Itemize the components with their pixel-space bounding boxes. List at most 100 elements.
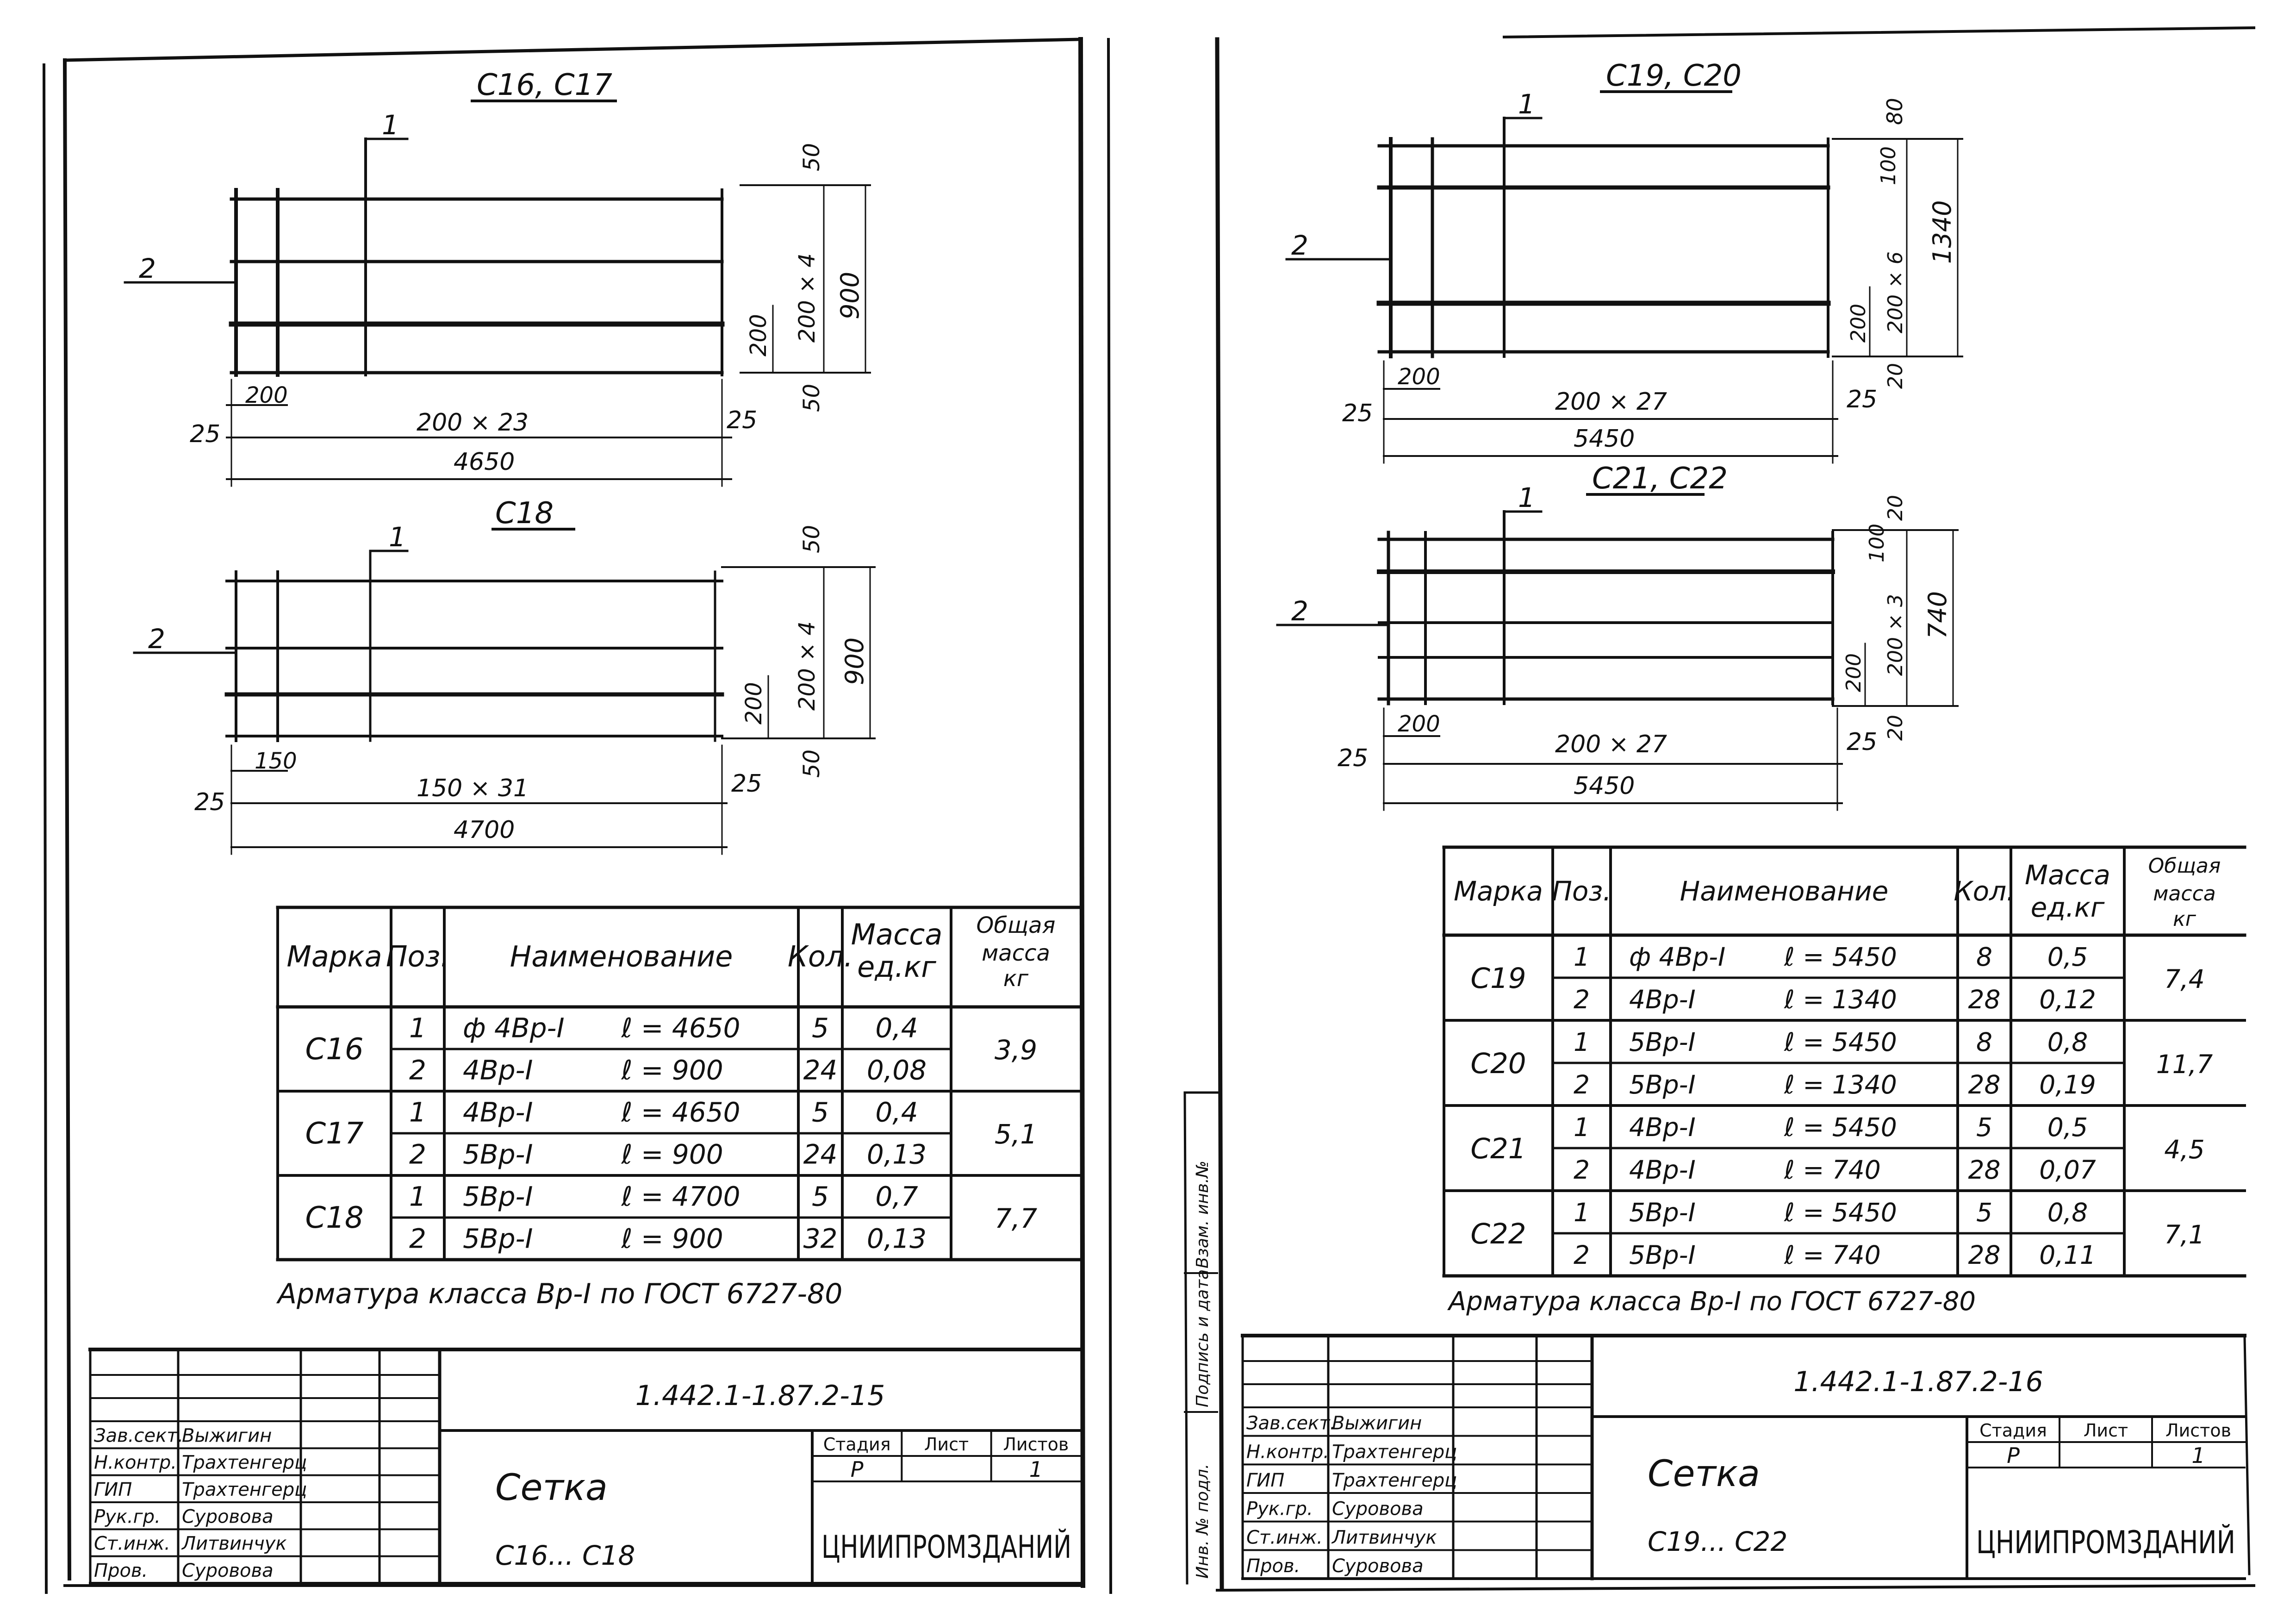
table-length-cell: ℓ = 1340 — [1784, 985, 1897, 1014]
dim-right-2: 200 — [746, 314, 772, 356]
table-mass-cell: 0,19 — [2039, 1070, 2096, 1099]
table-mass-cell: 0,8 — [2047, 1027, 2088, 1057]
table-header-cell: Общая — [977, 912, 1056, 938]
stamp-role: Пров. — [94, 1560, 148, 1581]
table-mass-cell: 0,7 — [875, 1181, 918, 1212]
table-qty-cell: 24 — [803, 1139, 838, 1170]
stamp-sheets-value: 1 — [1029, 1457, 1043, 1482]
stamp-role: Ст.инж. — [1246, 1527, 1323, 1548]
table-pos-cell: 2 — [409, 1139, 426, 1170]
table-mass-cell: 0,8 — [2047, 1198, 2088, 1227]
dim-right-total: 900 — [840, 637, 869, 685]
stamp-name: Трахтенгерц — [1332, 1470, 1457, 1491]
stamp-stage-label: Стадия — [823, 1434, 891, 1455]
table-qty-cell: 28 — [1968, 1070, 2001, 1099]
table-header-cell: Кол. — [788, 940, 853, 974]
stamp-name: Суровова — [1332, 1555, 1424, 1577]
table-pos-cell: 1 — [1574, 1027, 1590, 1057]
dim-right-1: 80 — [1882, 98, 1907, 125]
stamp-role: Рук.гр. — [94, 1506, 161, 1527]
table-name-cell: ф 4Вр-I — [1629, 942, 1725, 972]
table-header-cell: Наименование — [510, 940, 733, 974]
table-name-cell: 4Вр-I — [463, 1097, 533, 1128]
table-total-mass-cell: 3,9 — [995, 1034, 1037, 1066]
table-length-cell: ℓ = 900 — [621, 1055, 723, 1086]
table-qty-cell: 28 — [1968, 985, 2001, 1014]
dim-end-right: 25 — [731, 770, 762, 798]
dim-total: 4700 — [454, 816, 515, 844]
table-mark-cell: С16 — [305, 1032, 363, 1067]
stamp-name: Суровова — [182, 1506, 274, 1527]
stamp-sheets-value: 1 — [2191, 1443, 2205, 1468]
drawing-title: С21, С22 — [1592, 462, 1728, 496]
table-header-cell: Поз. — [1552, 875, 1611, 907]
table-mass-cell: 0,07 — [2039, 1155, 2096, 1185]
stamp-sheet-label: Лист — [2084, 1420, 2128, 1441]
position-1-label: 1 — [1518, 482, 1535, 513]
table-header-cell: Марка — [1454, 875, 1543, 907]
stamp-subtitle: С19... С22 — [1648, 1526, 1787, 1557]
table-length-cell: ℓ = 4650 — [621, 1012, 740, 1044]
table-header-cell: Масса — [851, 918, 943, 951]
table-header-cell: Поз. — [386, 940, 449, 974]
stamp-title: Сетка — [495, 1467, 608, 1509]
table-name-cell: 4Вр-I — [1629, 1112, 1696, 1142]
dim-right-2: 100 — [1865, 524, 1889, 562]
dim-right-3: 200 × 3 — [1884, 594, 1907, 676]
table-length-cell: ℓ = 5450 — [1784, 1027, 1897, 1057]
table-name-cell: 5Вр-I — [1629, 1198, 1696, 1227]
drawing-c16-c17: С16, С17 1 2 200 200 × 23 25 25 4650 50 — [124, 68, 871, 487]
stamp-role: Зав.сект. — [94, 1425, 183, 1446]
table-mass-cell: 0,5 — [2047, 942, 2088, 972]
dim-end-left: 25 — [194, 788, 225, 816]
table-name-cell: 4Вр-I — [463, 1055, 533, 1086]
dim-right-1: 50 — [799, 143, 825, 171]
table-pos-cell: 1 — [1574, 1198, 1590, 1227]
table-pos-cell: 1 — [409, 1012, 426, 1044]
table-mark-cell: С19 — [1470, 962, 1526, 995]
dim-left: 200 — [1398, 364, 1440, 390]
stamp-name: Трахтенгерц — [182, 1452, 307, 1474]
table-qty-cell: 32 — [803, 1223, 838, 1255]
dim-left: 150 — [255, 748, 297, 774]
table-pos-cell: 2 — [1574, 985, 1590, 1014]
table-qty-cell: 5 — [1976, 1112, 1992, 1142]
stamp-document-code: 1.442.1-1.87.2-15 — [635, 1380, 885, 1412]
stamp-document-code: 1.442.1-1.87.2-16 — [1793, 1366, 2043, 1398]
table-header-cell: Кол. — [1954, 875, 2015, 907]
table-name-cell: 5Вр-I — [1629, 1027, 1696, 1057]
table-total-mass-cell: 7,7 — [995, 1203, 1037, 1234]
table-mass-cell: 0,5 — [2047, 1112, 2088, 1142]
sheet-2-note: Арматура класса Вр-I по ГОСТ 6727-80 — [1447, 1287, 1976, 1317]
table-length-cell: ℓ = 5450 — [1784, 942, 1897, 972]
table-pos-cell: 2 — [409, 1055, 426, 1086]
stamp-organization: ЦНИИПРОМЗДАНИЙ — [821, 1529, 1071, 1566]
stamp-organization: ЦНИИПРОМЗДАНИЙ — [1976, 1524, 2235, 1561]
table-header-cell: Масса — [2025, 859, 2110, 891]
stamp-name: Литвинчук — [181, 1533, 287, 1555]
table-name-cell: 5Вр-I — [1629, 1240, 1696, 1270]
drawing-c21-c22: С21, С22 1 2 200 200 × 27 25 25 5450 20 … — [1276, 462, 1959, 811]
dim-end-left: 25 — [1342, 400, 1373, 427]
table-qty-cell: 8 — [1976, 1027, 1992, 1057]
dim-left: 200 — [1398, 711, 1440, 737]
table-pos-cell: 1 — [409, 1097, 426, 1128]
stamp-role: ГИП — [1246, 1470, 1284, 1491]
table-mass-cell: 0,12 — [2039, 985, 2096, 1014]
table-name-cell: 5Вр-I — [463, 1181, 533, 1212]
dim-left: 200 — [245, 382, 288, 408]
dim-right-5: 20 — [1884, 715, 1907, 741]
dim-end-right: 25 — [1847, 728, 1877, 756]
table-length-cell: ℓ = 740 — [1784, 1240, 1881, 1270]
sheet-frames — [42, 26, 2256, 1594]
table-total-mass-cell: 4,5 — [2164, 1135, 2204, 1164]
dim-right-3: 200 × 6 — [1884, 251, 1907, 333]
position-2-label: 2 — [139, 253, 156, 284]
dim-bottom-row: 150 × 31 — [417, 775, 529, 802]
stamp-role: Н.контр. — [1246, 1441, 1329, 1462]
dim-end-left: 25 — [190, 420, 220, 448]
drawing-title: С19, С20 — [1606, 59, 1742, 93]
